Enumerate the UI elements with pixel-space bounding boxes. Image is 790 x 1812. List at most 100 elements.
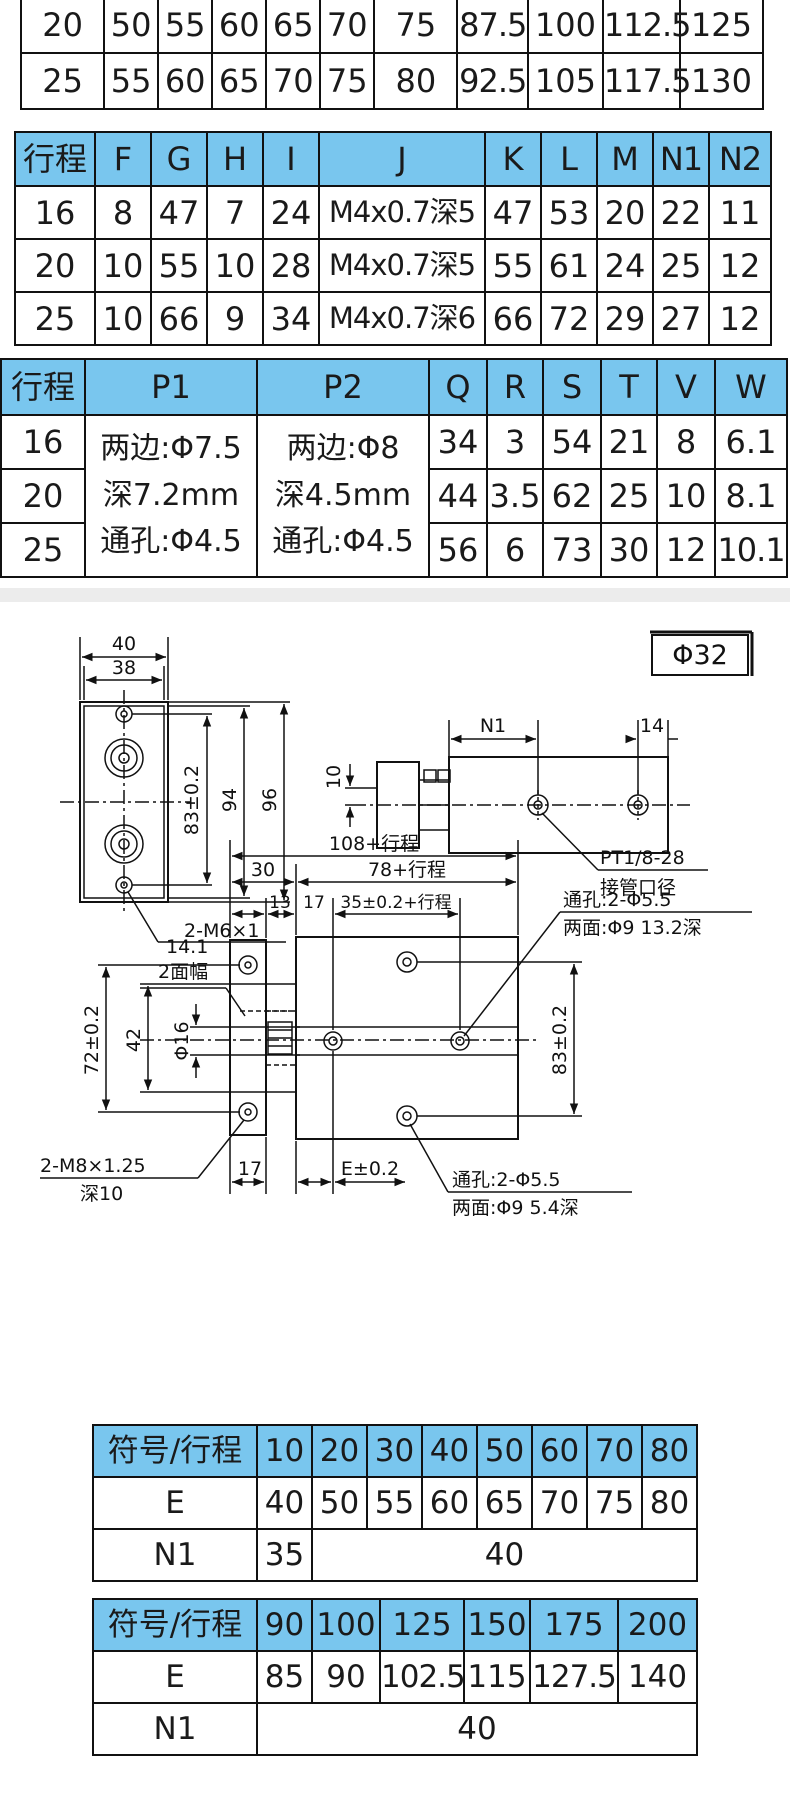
cell: 55 <box>484 238 542 293</box>
side-view <box>345 720 708 871</box>
spec-table-2: 行程 F G H I J K L M N1 N2 16 8 47 7 24 M4… <box>14 131 772 346</box>
bore-label: Φ32 <box>672 640 728 671</box>
cell: 24 <box>262 185 320 240</box>
header-cell: S <box>542 358 602 416</box>
p2-line: 通孔:Φ4.5 <box>272 524 414 560</box>
cell: 55 <box>157 0 214 54</box>
header-cell: 150 <box>463 1598 531 1652</box>
cell: 20 <box>0 468 86 524</box>
header-cell: J <box>318 131 486 187</box>
cell: 10.1 <box>714 522 788 578</box>
header-cell: I <box>262 131 320 187</box>
cell: M4x0.7深5 <box>318 185 486 240</box>
dim-label: 17 <box>303 893 325 913</box>
cell: 70 <box>265 52 322 110</box>
dim-label: 94 <box>219 788 241 812</box>
dim-label: 35±0.2+行程 <box>340 893 451 913</box>
hole-note: 通孔:2-Φ5.5 <box>563 889 672 911</box>
section-divider <box>0 588 790 602</box>
cell: 72 <box>540 291 598 346</box>
cell: 25 <box>0 522 86 578</box>
header-cell: 符号/行程 <box>92 1598 258 1652</box>
dim-label: 40 <box>112 633 136 655</box>
cell: 50 <box>311 1476 368 1530</box>
header-cell: N2 <box>708 131 772 187</box>
table-row: 25 55 60 65 70 75 80 92.5 105 117.5 130 <box>19 52 765 110</box>
cell: 6 <box>486 522 544 578</box>
header-cell: N1 <box>652 131 710 187</box>
cell: 55 <box>150 238 208 293</box>
dim-label: 30 <box>251 859 275 881</box>
cell: 20 <box>596 185 654 240</box>
cell: 21 <box>600 414 658 470</box>
header-cell: T <box>600 358 658 416</box>
cell: 10 <box>656 468 716 524</box>
header-cell: R <box>486 358 544 416</box>
p1-line: 深7.2mm <box>102 477 240 513</box>
cell: 9 <box>206 291 264 346</box>
table-row: 25 10 66 9 34 M4x0.7深6 66 72 29 27 12 <box>14 291 772 346</box>
table-row: 16 两边:Φ7.5 深7.2mm 通孔:Φ4.5 两边:Φ8 深4.5mm 通… <box>0 414 788 578</box>
p1-line: 通孔:Φ4.5 <box>100 524 242 560</box>
dim-label: 96 <box>259 788 281 812</box>
cell: 125 <box>678 0 765 54</box>
dim-label: 108+行程 <box>329 833 419 855</box>
cell: 112.5 <box>601 0 691 54</box>
header-cell: 80 <box>641 1424 698 1478</box>
header-cell: 符号/行程 <box>92 1424 258 1478</box>
cell: 66 <box>484 291 542 346</box>
cell: 85 <box>256 1650 313 1704</box>
spec-table-1: 20 50 55 60 65 70 75 87.5 100 112.5 125 … <box>19 0 765 110</box>
cell: 10 <box>94 238 152 293</box>
cell: 66 <box>150 291 208 346</box>
cell: 8.1 <box>714 468 788 524</box>
cell: 35 <box>256 1528 313 1582</box>
header-cell: 60 <box>531 1424 588 1478</box>
dim-label: 83±0.2 <box>181 765 203 835</box>
cell: 75 <box>373 0 459 54</box>
table-header-row: 行程 P1 P2 Q R S T V W <box>0 358 788 416</box>
cell: N1 <box>92 1702 258 1756</box>
cell: 65 <box>211 52 268 110</box>
cell: 102.5 <box>379 1650 466 1704</box>
cell: 70 <box>319 0 376 54</box>
cell: 53 <box>540 185 598 240</box>
cell: 60 <box>157 52 214 110</box>
dim-label: 42 <box>123 1028 145 1052</box>
cell: 40 <box>311 1528 698 1582</box>
header-cell: 40 <box>421 1424 478 1478</box>
header-cell: V <box>656 358 716 416</box>
cell: 16 <box>14 185 96 240</box>
header-cell: 175 <box>529 1598 619 1652</box>
bore-label-box <box>651 634 749 676</box>
cell: 105 <box>527 52 604 110</box>
cell: 40 <box>256 1702 698 1756</box>
header-cell: 90 <box>256 1598 313 1652</box>
cell: 16 <box>0 414 86 470</box>
header-cell: P2 <box>256 358 430 416</box>
cell: 56 <box>428 522 488 578</box>
cell: 10 <box>94 291 152 346</box>
cell: E <box>92 1476 258 1530</box>
cell: 34 <box>428 414 488 470</box>
front-view <box>60 637 290 943</box>
dim-label: N1 <box>480 715 506 737</box>
cell: 3.5 <box>486 468 544 524</box>
cell: 27 <box>652 291 710 346</box>
cell: 115 <box>463 1650 531 1704</box>
cell: 54 <box>542 414 602 470</box>
cell: 80 <box>641 1476 698 1530</box>
header-cell: 30 <box>366 1424 423 1478</box>
thread-note-depth: 深10 <box>80 1183 123 1205</box>
cell: N1 <box>92 1528 258 1582</box>
port-caption: 接管口径 <box>600 877 676 899</box>
cell: 7 <box>206 185 264 240</box>
cell: 55 <box>103 52 160 110</box>
cell: 130 <box>678 52 765 110</box>
cell: E <box>92 1650 258 1704</box>
table-row: N1 40 <box>92 1702 698 1756</box>
p1-line: 两边:Φ7.5 <box>100 431 242 467</box>
cell: 20 <box>14 238 96 293</box>
header-cell: 200 <box>617 1598 698 1652</box>
cell: 61 <box>540 238 598 293</box>
